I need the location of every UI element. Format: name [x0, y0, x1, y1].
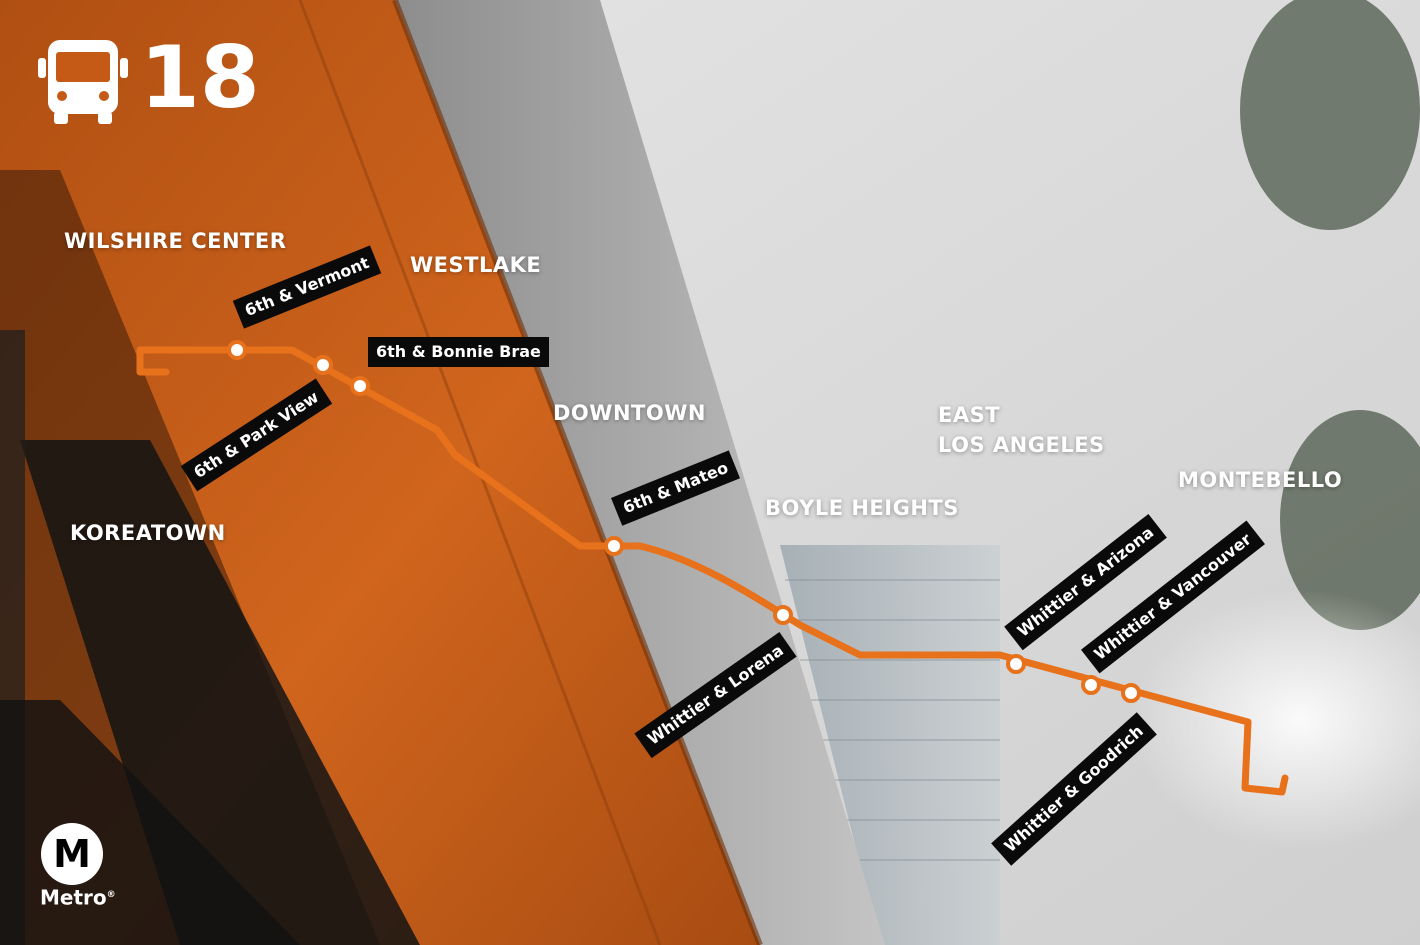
- neighborhood-label: EAST LOS ANGELES: [938, 400, 1105, 460]
- wordmark-text: Metro: [40, 885, 107, 910]
- neighborhood-label: WESTLAKE: [410, 253, 542, 277]
- route-number: 18: [140, 28, 260, 128]
- stop-marker[interactable]: [1006, 654, 1026, 674]
- neighborhood-label-line: LOS ANGELES: [938, 433, 1105, 457]
- neighborhood-label: MONTEBELLO: [1178, 468, 1343, 492]
- stop-marker[interactable]: [1081, 675, 1101, 695]
- neighborhood-label: BOYLE HEIGHTS: [765, 496, 959, 520]
- logo-letter: M: [53, 832, 91, 876]
- neighborhood-label: WILSHIRE CENTER: [64, 229, 287, 253]
- stop-label[interactable]: 6th & Bonnie Brae: [368, 337, 549, 367]
- stop-marker[interactable]: [313, 355, 333, 375]
- neighborhood-label: DOWNTOWN: [553, 401, 706, 425]
- stop-marker[interactable]: [350, 376, 370, 396]
- neighborhood-label: KOREATOWN: [70, 521, 226, 545]
- metro-logo-icon: M: [41, 823, 103, 885]
- stop-marker[interactable]: [604, 536, 624, 556]
- neighborhood-label-line: EAST: [938, 403, 1001, 427]
- bus-icon: [38, 40, 128, 124]
- metro-wordmark: Metro®: [40, 885, 116, 910]
- stop-marker[interactable]: [227, 340, 247, 360]
- stop-markers: [227, 340, 1141, 703]
- stop-marker[interactable]: [1121, 683, 1141, 703]
- stop-marker[interactable]: [773, 605, 793, 625]
- route-line: [136, 346, 1289, 796]
